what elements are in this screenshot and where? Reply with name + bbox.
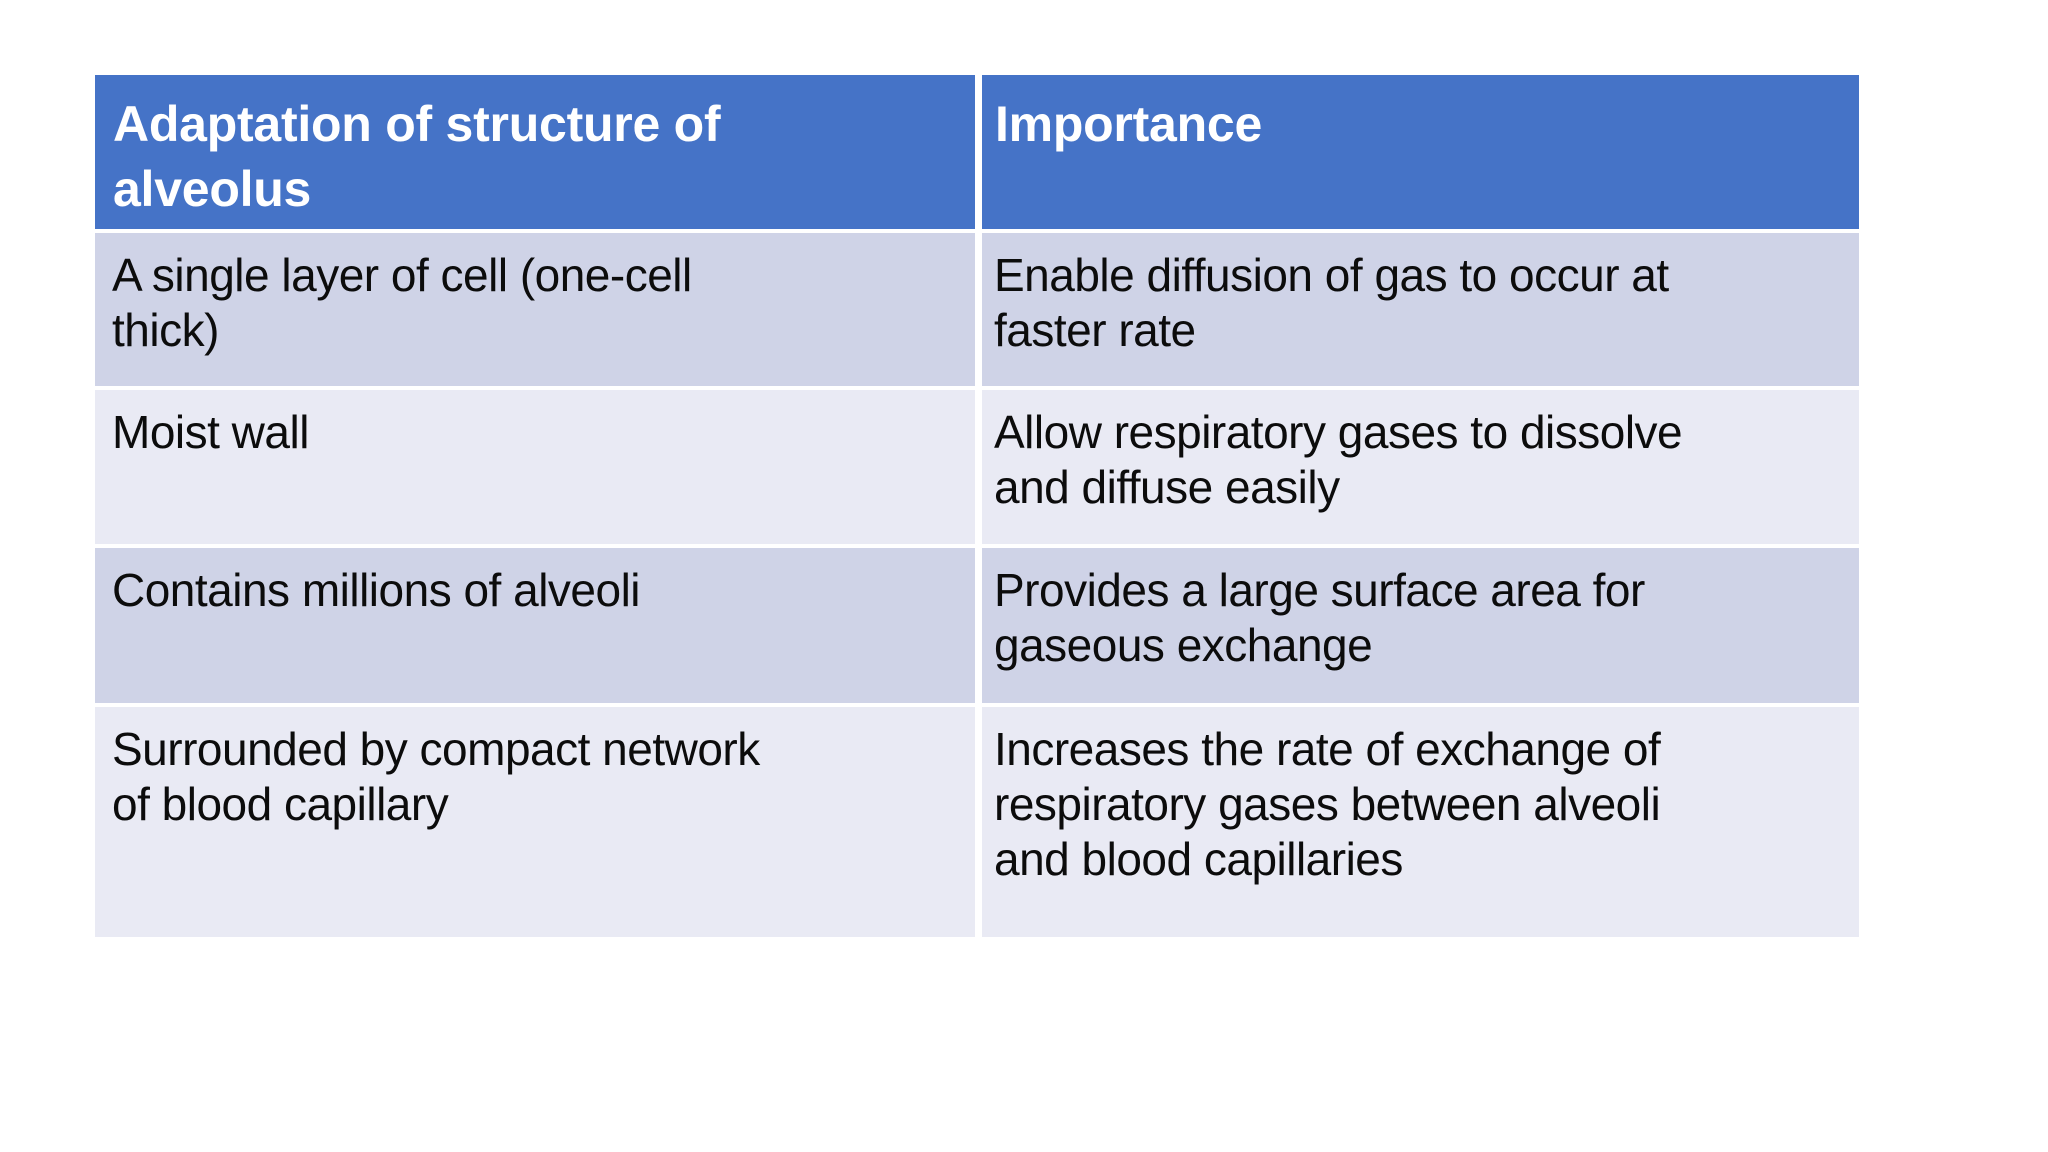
header-cell-adaptation: Adaptation of structure of alveolus [95, 75, 975, 229]
adaptation-cell: A single layer of cell (one-cell thick) [95, 233, 975, 386]
adaptation-cell: Moist wall [95, 390, 975, 544]
table-row: Contains millions of alveoli Provides a … [95, 548, 1859, 703]
importance-cell: Enable diffusion of gas to occur at fast… [982, 233, 1859, 386]
importance-cell: Increases the rate of exchange of respir… [982, 707, 1859, 937]
adaptation-cell: Contains millions of alveoli [95, 548, 975, 703]
row-divider [95, 386, 1859, 390]
column-divider [975, 75, 982, 229]
column-divider [975, 707, 982, 937]
column-divider [975, 233, 982, 386]
importance-cell: Provides a large surface area for gaseou… [982, 548, 1859, 703]
importance-cell: Allow respiratory gases to dissolve and … [982, 390, 1859, 544]
column-divider [975, 548, 982, 703]
alveolus-adaptation-table: Adaptation of structure of alveolus Impo… [95, 75, 1859, 937]
table-row: Surrounded by compact network of blood c… [95, 707, 1859, 937]
row-divider [95, 544, 1859, 548]
row-divider [95, 703, 1859, 707]
column-divider [975, 390, 982, 544]
row-divider [95, 229, 1859, 233]
table-row: A single layer of cell (one-cell thick) … [95, 233, 1859, 386]
table-row: Moist wall Allow respiratory gases to di… [95, 390, 1859, 544]
header-cell-importance: Importance [982, 75, 1859, 229]
table-header-row: Adaptation of structure of alveolus Impo… [95, 75, 1859, 229]
adaptation-cell: Surrounded by compact network of blood c… [95, 707, 975, 937]
